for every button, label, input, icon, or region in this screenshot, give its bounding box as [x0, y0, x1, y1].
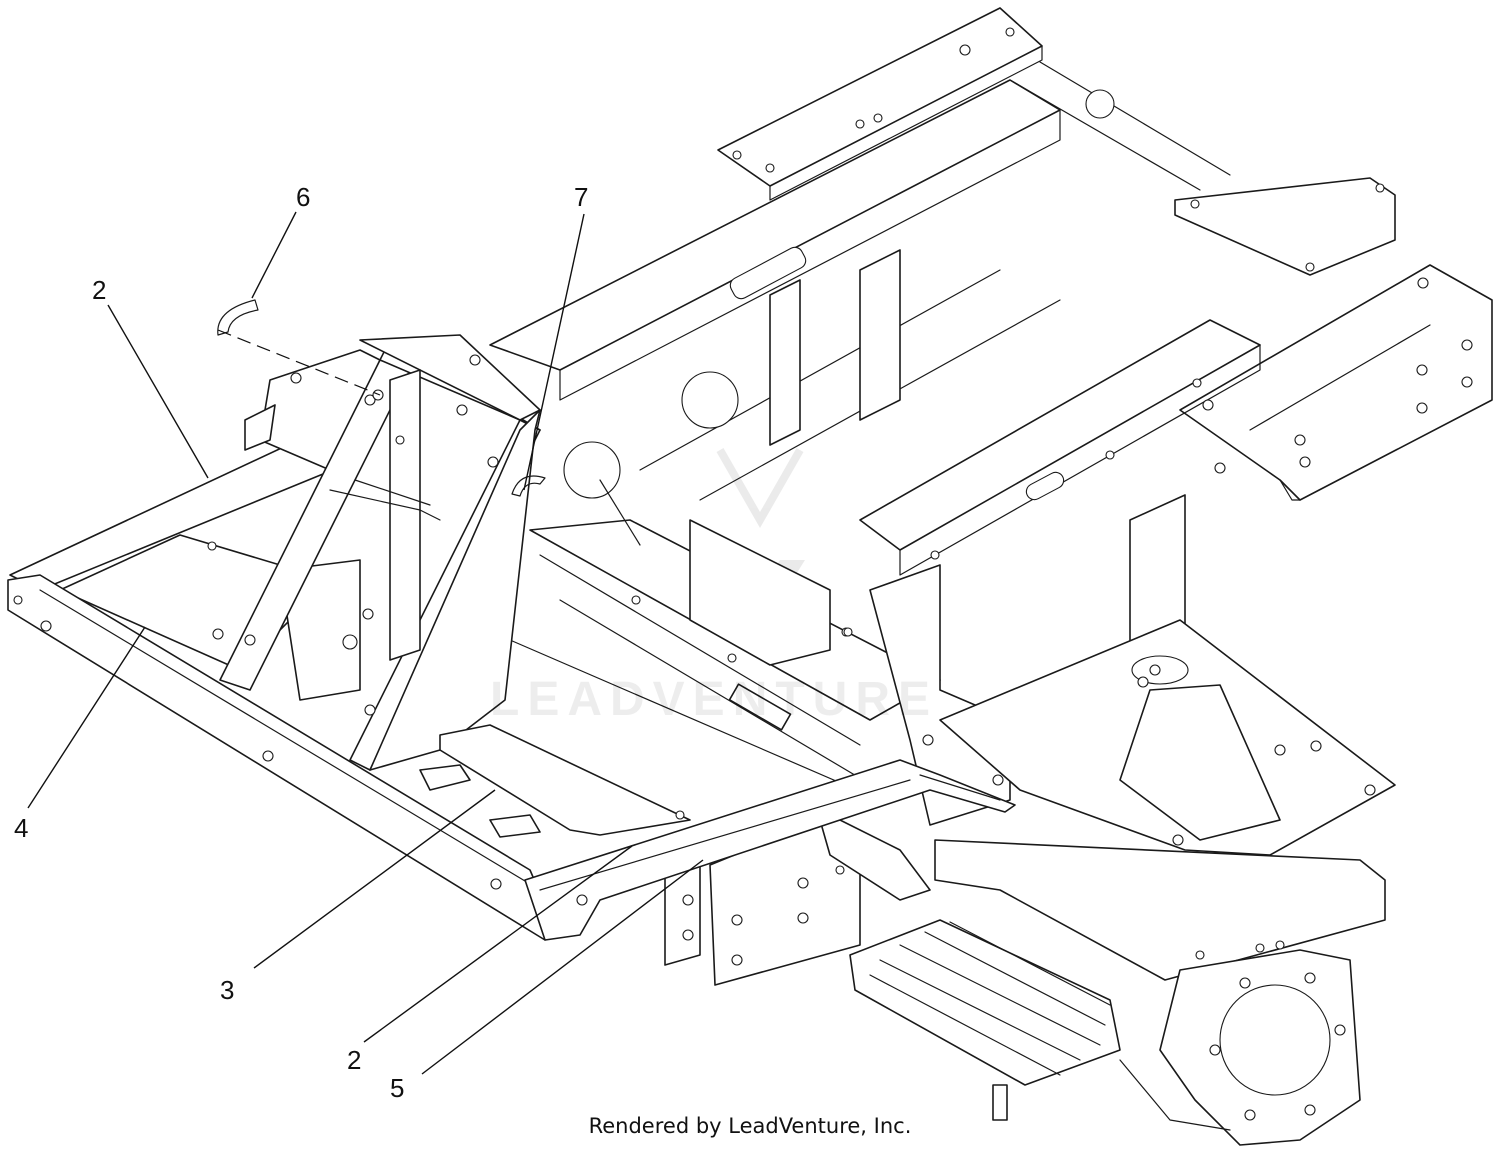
callout-2-lower: 2: [347, 1045, 362, 1075]
leader-3: [253, 789, 496, 969]
leader-6: [251, 211, 297, 299]
leader-7: [523, 213, 585, 491]
center-channel: [509, 479, 941, 801]
leader-4: [27, 626, 146, 809]
step-plate: [849, 919, 1121, 1121]
render-credit: Rendered by LeadVenture, Inc.: [588, 1114, 912, 1138]
axle-housing: [934, 839, 1386, 1146]
rear-frame: [489, 7, 1493, 656]
callout-7: 7: [574, 182, 589, 212]
callout-3: 3: [220, 975, 235, 1005]
clip-part-7: [511, 475, 546, 497]
watermark-text: LEADVENTURE: [490, 673, 939, 726]
callout-6: 6: [296, 182, 311, 212]
clip-6-assembly-line: [217, 329, 381, 396]
callout-5: 5: [390, 1073, 405, 1103]
leader-5: [421, 859, 704, 1075]
front-frame: [7, 334, 1016, 941]
callout-2-upper: 2: [92, 275, 107, 305]
callout-4: 4: [14, 813, 29, 843]
rear-deck-plate: [939, 619, 1396, 874]
leader-2-upper: [107, 304, 209, 479]
leader-2-lower: [363, 845, 633, 1043]
side-plate: [843, 564, 1011, 826]
leader-lines: [27, 211, 704, 1075]
clip-part-6: [217, 299, 259, 336]
